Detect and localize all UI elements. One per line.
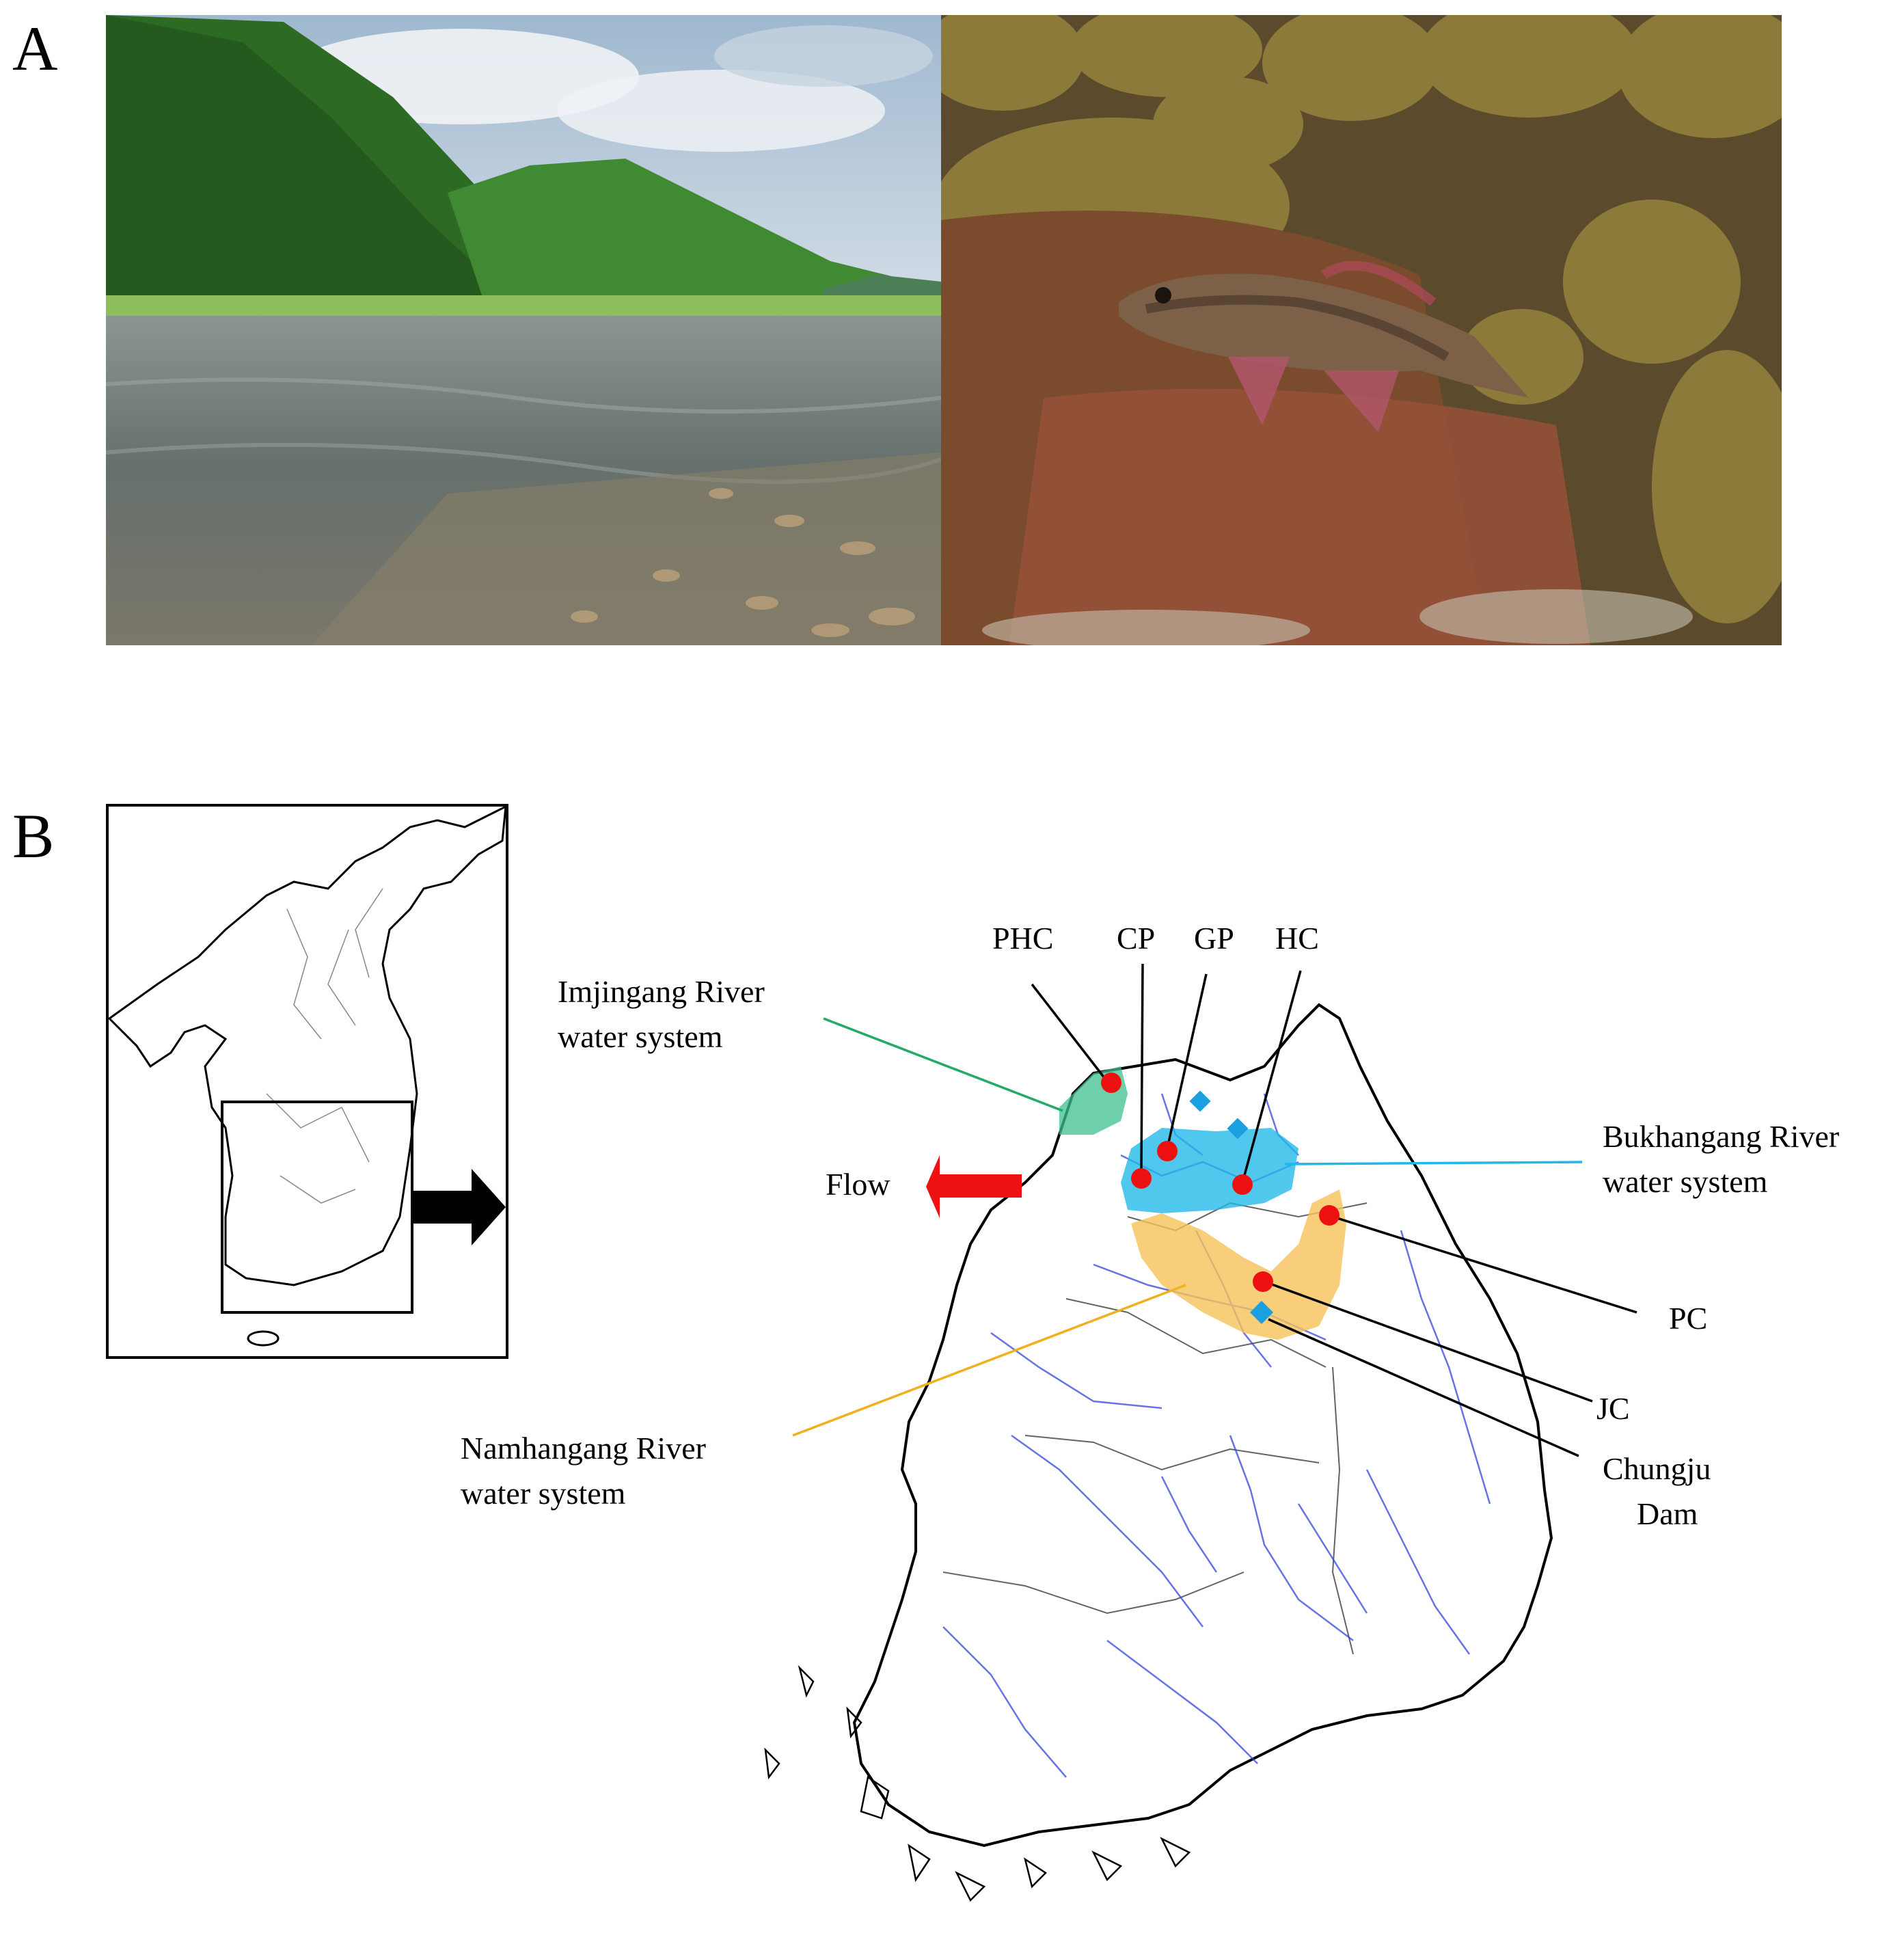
namhangang-label-line2: water system <box>461 1476 626 1511</box>
underwater-fish-photo <box>941 15 1782 645</box>
dam-marker-icon <box>1189 1090 1211 1112</box>
site-marker-icon <box>1131 1168 1152 1189</box>
bukhangang-label-line1: Bukhangang River <box>1603 1119 1840 1154</box>
inset-map-frame <box>106 804 508 1359</box>
imjingang-label-line2: water system <box>558 1019 723 1054</box>
site-marker-icon <box>1232 1174 1253 1195</box>
dam-marker-icon <box>1227 1118 1249 1139</box>
site-label-hc: HC <box>1275 921 1319 956</box>
south-korea-outline <box>852 1003 1553 1848</box>
namhangang-region <box>1131 1189 1346 1340</box>
site-label-cp: CP <box>1117 921 1156 956</box>
inset-focus-box <box>221 1101 413 1314</box>
dam-label-line1: Chungju <box>1603 1451 1711 1486</box>
dam-label-line2: Dam <box>1637 1496 1698 1531</box>
site-marker-icon <box>1319 1205 1339 1226</box>
flow-label: Flow <box>826 1167 890 1202</box>
panel-a-label: A <box>12 14 58 83</box>
site-label-gp: GP <box>1194 921 1234 956</box>
imjingang-label-line1: Imjingang River <box>558 974 765 1009</box>
site-marker-icon <box>1253 1271 1273 1292</box>
namhangang-label-line1: Namhangang River <box>461 1431 706 1466</box>
namhangang-leader-line <box>792 1284 1186 1437</box>
flow-arrow-icon <box>926 1155 1022 1218</box>
panel-b-label: B <box>12 801 55 871</box>
bukhangang-label-line2: water system <box>1603 1164 1768 1199</box>
site-label-phc: PHC <box>992 921 1054 956</box>
inset-arrow-icon <box>412 1169 506 1245</box>
site-marker-icon <box>1101 1072 1121 1093</box>
dam-marker-icon <box>1250 1301 1273 1324</box>
imjingang-leader-line <box>823 1017 1063 1112</box>
site-label-jc: JC <box>1596 1391 1630 1426</box>
site-label-pc: PC <box>1669 1301 1708 1336</box>
site-marker-icon <box>1157 1141 1178 1161</box>
inset-peninsula-outline <box>107 805 507 1286</box>
river-landscape-photo <box>106 15 941 645</box>
bukhangang-leader-line <box>1284 1161 1583 1165</box>
